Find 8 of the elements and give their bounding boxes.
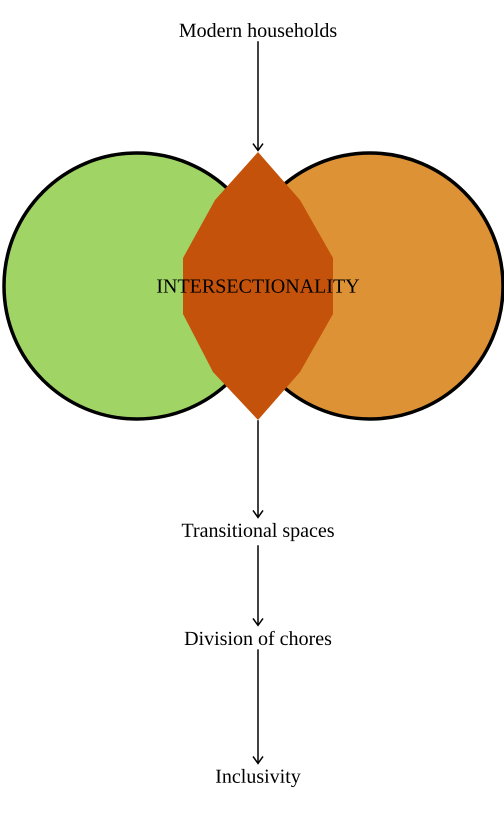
flow-text: Inclusivity xyxy=(216,768,301,788)
flow-text: Division of chores xyxy=(184,630,332,646)
arrow xyxy=(252,545,264,627)
flow-text: Transitional spaces xyxy=(182,522,334,542)
arrow xyxy=(252,41,264,152)
flow-text: Modern households xyxy=(179,22,336,38)
arrow xyxy=(252,649,264,765)
arrow xyxy=(252,420,264,519)
